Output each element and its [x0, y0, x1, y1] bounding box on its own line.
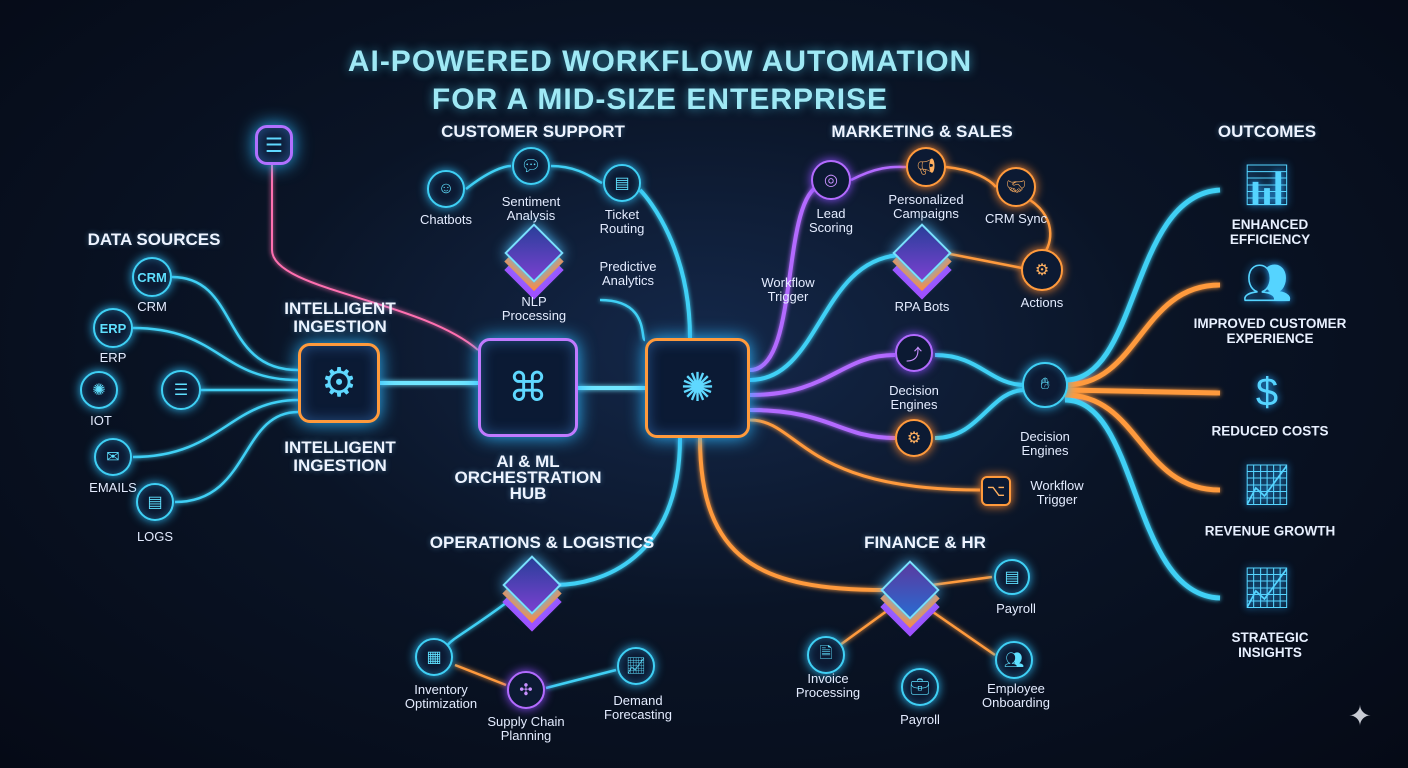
payroll-label-2: Payroll [900, 712, 940, 727]
ticket-routing-label: Ticket Routing [599, 207, 645, 236]
hub-label-1: AI & ML [496, 452, 560, 471]
rpa-bots-label: RPA Bots [894, 299, 950, 314]
inventory-boxes-icon[interactable]: ▦ [415, 638, 453, 676]
iot-icon[interactable]: ✺ [80, 371, 118, 409]
inventory-label: Inventory Optimization [404, 682, 478, 711]
invoice-label: Invoice Processing [795, 671, 861, 700]
people-icon: 👥︎ [1241, 261, 1293, 306]
actions-label: Actions [1020, 295, 1064, 310]
emails-label: EMAILS [89, 480, 137, 495]
sentiment-label: Sentiment Analysis [501, 194, 561, 223]
logs-label: LOGS [136, 529, 174, 544]
growth-chart-icon: 📈︎ [1241, 463, 1293, 508]
erp-icon[interactable]: ERP [93, 308, 133, 348]
workflow-icon[interactable]: ⌥ [981, 476, 1011, 506]
decision-engines-label-2: Decision Engines [1020, 429, 1070, 458]
chatbots-label: Chatbots [419, 212, 473, 227]
predictive-label: Predictive Analytics [599, 259, 657, 288]
decision-chart-icon[interactable]: ⤴ [895, 334, 933, 372]
onboarding-label: Employee Onboarding [982, 681, 1050, 710]
data-sources-heading: DATA SOURCES [87, 230, 221, 249]
title-line-2: FOR A MID-SIZE ENTERPRISE [431, 83, 889, 116]
crm-sync-label: CRM Sync [984, 211, 1048, 226]
campaigns-label: Personalized Campaigns [888, 192, 964, 221]
email-icon[interactable]: ✉ [94, 438, 132, 476]
outcome-customer-experience: IMPROVED CUSTOMER EXPERIENCE [1193, 316, 1347, 346]
chat-bubble-icon[interactable]: 💬︎ [512, 147, 550, 185]
supply-chain-icon[interactable]: ✣ [507, 671, 545, 709]
operations-heading: OPERATIONS & LOGISTICS [429, 533, 655, 552]
lead-scoring-icon[interactable]: ◎ [811, 160, 851, 200]
logs-icon[interactable]: ▤ [136, 483, 174, 521]
forecast-chart-icon[interactable]: 📈︎ [617, 647, 655, 685]
decision-engines-label: Decision Engines [889, 383, 939, 412]
outcomes-heading: OUTCOMES [1217, 122, 1317, 141]
erp-label: ERP [99, 350, 127, 365]
insights-chart-icon: 📈︎ [1241, 566, 1293, 611]
ingestion-heading: INTELLIGENT INGESTION [284, 299, 396, 336]
outcome-efficiency: ENHANCED EFFICIENCY [1229, 217, 1311, 247]
gear-icon[interactable]: ⚙ [895, 419, 933, 457]
outcome-insights: STRATEGIC INSIGHTS [1231, 630, 1309, 660]
megaphone-icon[interactable]: 📢︎ [906, 147, 946, 187]
decision-hand-icon[interactable]: ✋︎ [1022, 362, 1068, 408]
sparkle-watermark-icon: ✦ [1348, 700, 1372, 732]
ingestion-gear-icon[interactable]: ⚙ [298, 343, 380, 423]
crm-icon[interactable]: CRM [132, 257, 172, 297]
outcome-revenue: REVENUE GROWTH [1204, 523, 1336, 539]
briefcase-icon[interactable]: 💼︎ [901, 668, 939, 706]
demand-forecasting-label: Demand Forecasting [604, 693, 672, 722]
customer-support-heading: CUSTOMER SUPPORT [441, 122, 625, 141]
workflow-trigger-label-2: Workflow Trigger [1030, 478, 1084, 507]
chatbot-icon[interactable]: ☺ [427, 170, 465, 208]
nlp-label: NLP Processing [501, 294, 567, 323]
title-line-1: AI-POWERED WORKFLOW AUTOMATION [347, 45, 973, 78]
invoice-icon[interactable]: 🗎︎ [807, 636, 845, 674]
hub-label-3: HUB [509, 484, 547, 503]
hub-label-2: ORCHESTRATION [454, 468, 602, 487]
actions-gear-icon[interactable]: ⚙ [1021, 249, 1063, 291]
ticket-icon[interactable]: ▤ [603, 164, 641, 202]
brain-gear-icon[interactable]: ✺ [645, 338, 750, 438]
iot-label: IOT [90, 413, 112, 428]
finance-heading: FINANCE & HR [864, 533, 986, 552]
coins-dollar-icon: $ [1255, 370, 1279, 415]
marketing-heading: MARKETING & SALES [831, 122, 1013, 141]
neural-network-icon[interactable]: ⌘ [478, 338, 578, 437]
payroll-document-icon[interactable]: ▤ [994, 559, 1030, 595]
handshake-icon[interactable]: 🤝︎ [996, 167, 1036, 207]
onboarding-people-icon[interactable]: 👥︎ [995, 641, 1033, 679]
workflow-trigger-label: Workflow Trigger [761, 275, 815, 304]
lead-scoring-label: Lead Scoring [808, 206, 854, 235]
ingestion-label: INTELLIGENT INGESTION [284, 438, 396, 475]
supply-chain-label: Supply Chain Planning [487, 714, 565, 743]
database-icon: ☰ [161, 370, 201, 410]
database-chip-icon: ☰ [255, 125, 293, 165]
payroll-label: Payroll [996, 601, 1036, 616]
outcome-costs: REDUCED COSTS [1211, 423, 1329, 439]
bar-chart-up-icon: 📊︎ [1241, 163, 1293, 208]
crm-label: CRM [137, 299, 167, 314]
